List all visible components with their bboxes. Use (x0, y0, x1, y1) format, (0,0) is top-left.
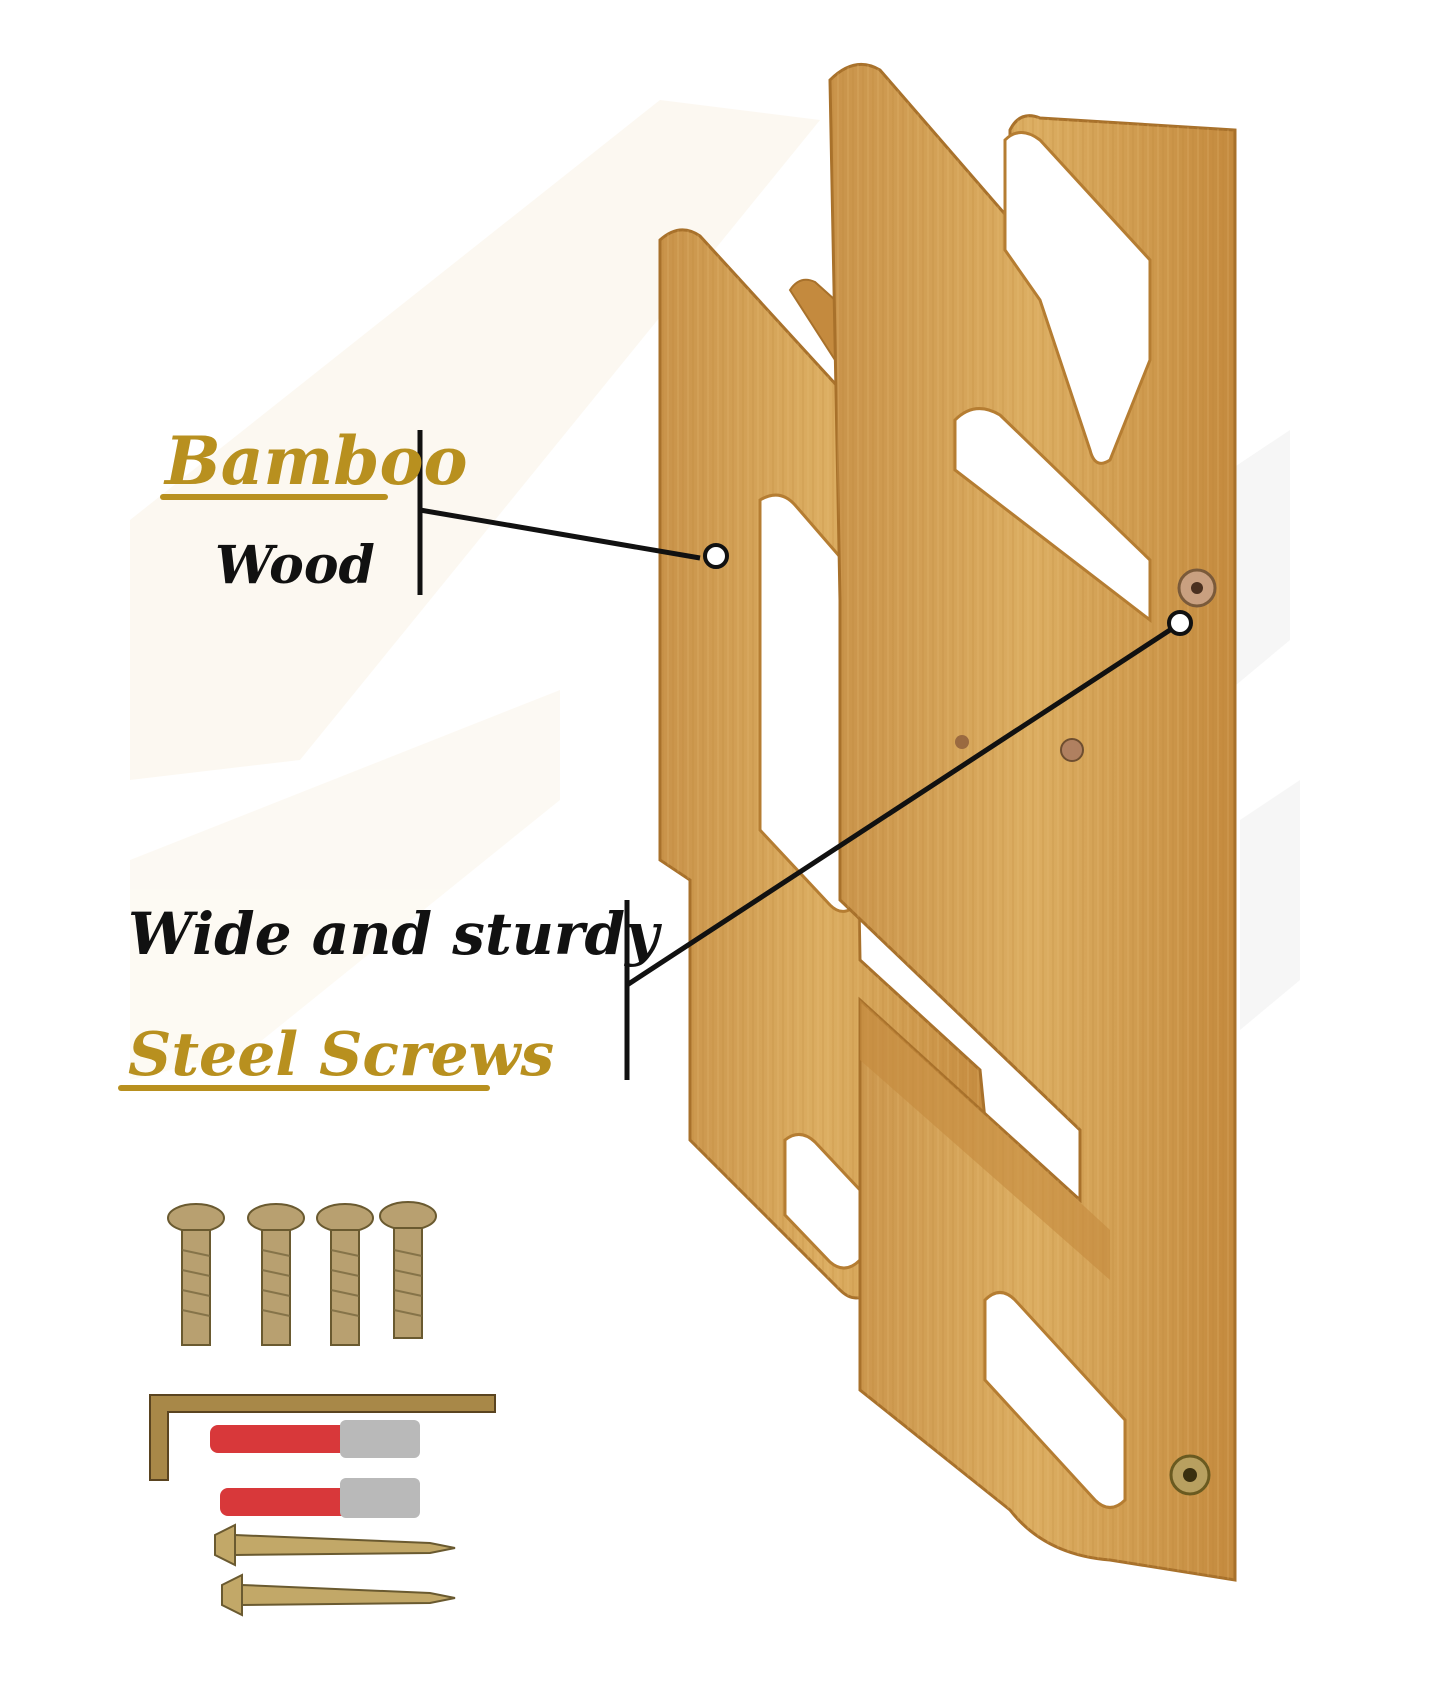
screws-underline (118, 1085, 490, 1091)
background-chevrons (130, 100, 1300, 1080)
material-label: Bamboo (165, 422, 468, 500)
material-sub-label: Wood (215, 535, 375, 596)
bamboo-rack-front-plate (828, 62, 1237, 1582)
bamboo-rack-back-arm (658, 228, 992, 1300)
mount-screw-mid (955, 735, 1084, 762)
screws-label-line2: Steel Screws (128, 1020, 555, 1090)
machine-screw (167, 1201, 437, 1346)
screws-label-line1: Wide and sturdy (128, 900, 659, 968)
wood-screw-icon (214, 1523, 456, 1617)
screws-wrench-anchors-icon (149, 1201, 496, 1617)
mount-screw-bottom (1169, 1454, 1211, 1496)
allen-wrench-icon (149, 1394, 496, 1481)
callout-bamboo (417, 430, 729, 595)
callout-screws (624, 610, 1193, 1080)
mount-screw-top (1177, 568, 1217, 608)
wall-anchor-icon (210, 1420, 420, 1518)
material-underline (160, 494, 388, 500)
